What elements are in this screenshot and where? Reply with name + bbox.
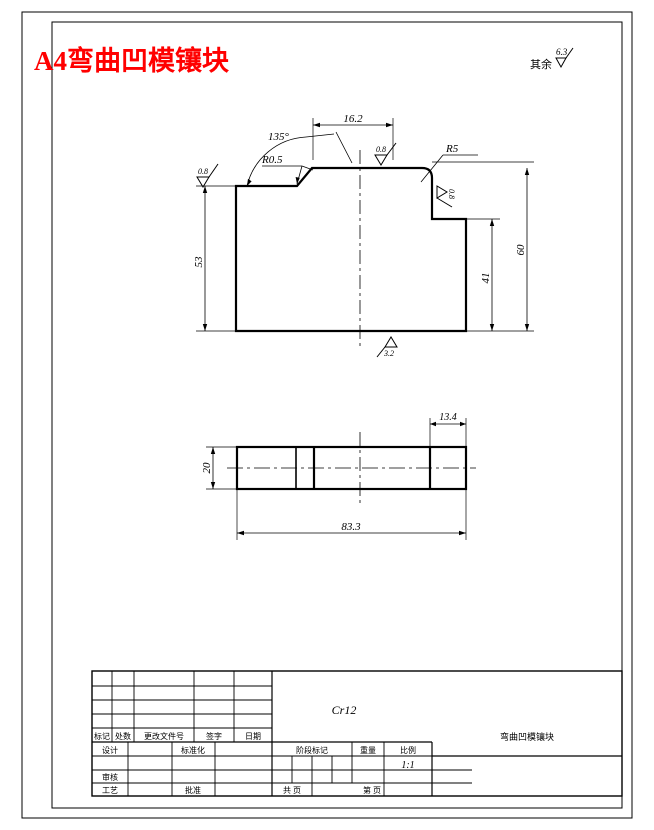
weight-label: 重量 bbox=[360, 745, 376, 755]
roughness-triangle-icon bbox=[384, 336, 398, 348]
dim-value-60: 60 bbox=[515, 244, 527, 256]
leader-to-corner-b bbox=[301, 165, 314, 171]
arrow-down bbox=[524, 324, 530, 331]
stage-weight-scale: 阶段标记 重量 比例 1:1 共 页 第 页 bbox=[272, 742, 472, 796]
arrow-down bbox=[489, 324, 495, 331]
dim-value-833: 83.3 bbox=[341, 521, 361, 533]
dim-value-r5: R5 bbox=[445, 143, 459, 155]
dim-top-length: 83.3 bbox=[236, 489, 467, 540]
role-design: 设计 bbox=[102, 745, 118, 755]
roughness-value: 0.8 bbox=[198, 167, 208, 176]
dim-value-r05: R0.5 bbox=[261, 154, 283, 166]
part-outline-front bbox=[234, 166, 468, 333]
dim-value-134: 13.4 bbox=[439, 412, 457, 423]
dim-radius-r5: R5 bbox=[420, 143, 478, 183]
roughness-tail-icon bbox=[208, 163, 219, 178]
role-process: 工艺 bbox=[102, 786, 118, 795]
sheet-total-label: 共 页 bbox=[283, 786, 301, 795]
dim-value-20: 20 bbox=[201, 462, 213, 474]
material-cell: Cr12 bbox=[272, 703, 432, 743]
rev-header-mark: 标记 bbox=[94, 731, 110, 741]
role-approve: 批准 bbox=[185, 785, 201, 795]
arrow-left bbox=[237, 530, 244, 536]
part-name-cell: 弯曲凹模镶块 bbox=[432, 731, 622, 757]
dim-angle-135: 135° bbox=[246, 131, 335, 187]
dim-value-162: 16.2 bbox=[343, 113, 363, 125]
roughness-bottom-face: 3.2 bbox=[376, 336, 398, 358]
title-block-border bbox=[91, 670, 623, 797]
sheet-index-label: 第 页 bbox=[363, 785, 381, 795]
outer-border bbox=[21, 11, 633, 819]
dim-value-135deg: 135° bbox=[268, 131, 290, 143]
rev-header-date: 日期 bbox=[245, 732, 261, 741]
arrow-up bbox=[210, 447, 216, 454]
rev-header-sign: 签字 bbox=[206, 731, 222, 741]
roughness-triangle-icon bbox=[374, 154, 388, 166]
scale-value: 1:1 bbox=[401, 760, 414, 771]
dim-value-53: 53 bbox=[193, 256, 205, 268]
dim-top-width: 20 bbox=[201, 446, 237, 490]
dim-outer-height: 60 bbox=[432, 161, 534, 332]
dim-top-right-width: 16.2 bbox=[312, 113, 394, 164]
roughness-tail-icon bbox=[376, 346, 386, 358]
page-title: A4弯曲凹模镶块 bbox=[34, 45, 230, 76]
arrow-arc-start bbox=[247, 178, 252, 186]
rev-header-docno: 更改文件号 bbox=[144, 731, 184, 741]
arrow-left bbox=[430, 421, 436, 427]
part-name-value: 弯曲凹模镶块 bbox=[500, 731, 554, 742]
arrow-left bbox=[313, 122, 320, 128]
dim-right-segment: 13.4 bbox=[429, 412, 467, 447]
revision-table: 标记 处数 更改文件号 签字 日期 bbox=[92, 671, 273, 796]
roughness-triangle-icon bbox=[436, 185, 448, 199]
roughness-tail-icon bbox=[565, 47, 574, 59]
scale-label: 比例 bbox=[400, 745, 416, 755]
arrow-right bbox=[459, 530, 466, 536]
stage-mark-label: 阶段标记 bbox=[296, 745, 328, 755]
arrow-up bbox=[202, 186, 208, 193]
angle-leader bbox=[305, 133, 335, 138]
roughness-triangle-icon bbox=[196, 176, 210, 188]
roughness-top-face: 0.8 bbox=[374, 142, 397, 166]
arrow-down bbox=[210, 482, 216, 489]
top-view: 20 83.3 13.4 bbox=[201, 412, 476, 540]
dim-inner-height: 41 bbox=[466, 218, 500, 331]
general-roughness-note: 其余 6.3 bbox=[530, 47, 574, 71]
role-review: 审核 bbox=[102, 772, 118, 782]
roles-table: 设计 审核 工艺 标准化 批准 bbox=[92, 742, 272, 796]
roughness-left-top: 0.8 bbox=[196, 163, 219, 188]
dim-value-41: 41 bbox=[480, 273, 492, 284]
roughness-tail-icon bbox=[386, 142, 397, 156]
inner-frame bbox=[51, 21, 623, 809]
roughness-right-face: 0.8 bbox=[436, 185, 456, 208]
roughness-value: 0.8 bbox=[447, 189, 456, 199]
arrow-down bbox=[202, 324, 208, 331]
arrow-up bbox=[524, 168, 530, 175]
arrow-up bbox=[489, 219, 495, 226]
roughness-value: 3.2 bbox=[383, 349, 394, 358]
title-block: 标记 处数 更改文件号 签字 日期 设计 审核 工艺 标准化 批准 Cr12 bbox=[91, 670, 623, 797]
leader-line bbox=[420, 154, 444, 183]
roughness-value: 0.8 bbox=[376, 145, 386, 154]
material-value: Cr12 bbox=[332, 703, 357, 717]
roughness-triangle-icon bbox=[555, 57, 567, 69]
arrow-right bbox=[386, 122, 393, 128]
rev-header-count: 处数 bbox=[115, 731, 131, 741]
general-note-value: 6.3 bbox=[556, 47, 568, 57]
angle-arc bbox=[246, 136, 307, 187]
dim-left-height: 53 bbox=[193, 185, 236, 332]
front-view: 53 0.8 135° R0.5 bbox=[193, 113, 534, 358]
arrow-right bbox=[460, 421, 466, 427]
general-note-label: 其余 bbox=[530, 57, 552, 71]
roughness-tail-icon bbox=[436, 197, 453, 208]
arrow-a bbox=[295, 177, 300, 184]
role-standardize: 标准化 bbox=[181, 745, 205, 755]
leader-slash bbox=[335, 131, 353, 164]
dim-radius-r05: R0.5 bbox=[261, 154, 314, 185]
